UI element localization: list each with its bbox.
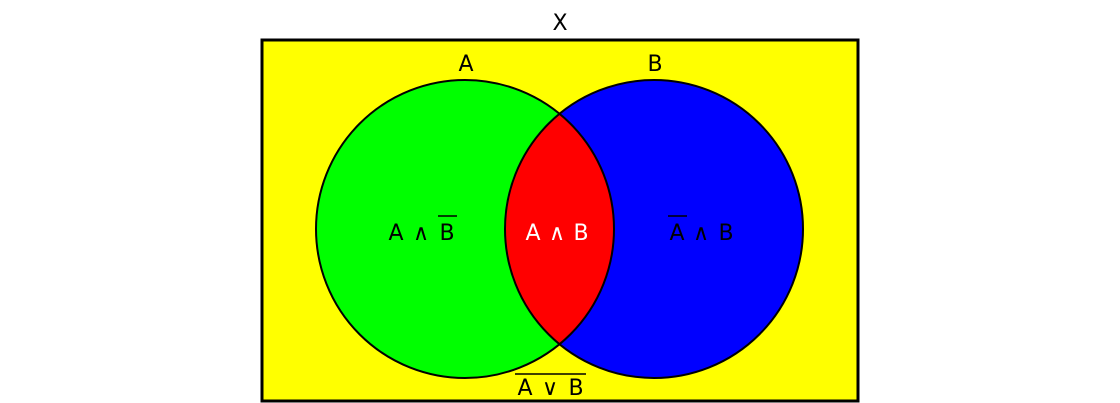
region-neither-label: A ∨ B <box>515 373 586 401</box>
region-a-only-left: A <box>388 221 403 246</box>
universe-label: X <box>552 11 567 36</box>
region-b-only-left: A <box>669 221 684 246</box>
set-a-label: A <box>458 52 473 77</box>
region-neither-left: A <box>517 376 532 401</box>
set-a-outline <box>315 79 615 379</box>
intersection-region <box>505 80 614 378</box>
set-b-outline <box>504 79 804 379</box>
region-neither-right: B <box>568 376 583 401</box>
region-b-only-label: A ∧ B <box>668 215 734 246</box>
region-a-and-b-left: A <box>525 221 540 246</box>
region-b-only-operator: ∧ <box>693 221 709 246</box>
region-a-and-b-operator: ∧ <box>549 221 565 246</box>
region-b-only-right: B <box>718 221 733 246</box>
region-a-only-operator: ∧ <box>413 221 429 246</box>
set-b-label: B <box>647 52 662 77</box>
region-a-only-label: A ∧ B <box>388 215 457 246</box>
region-a-only-right: B <box>439 221 454 246</box>
region-a-and-b-right: B <box>573 221 588 246</box>
region-neither-operator: ∨ <box>542 376 558 401</box>
region-a-and-b-label: A ∧ B <box>525 221 588 246</box>
